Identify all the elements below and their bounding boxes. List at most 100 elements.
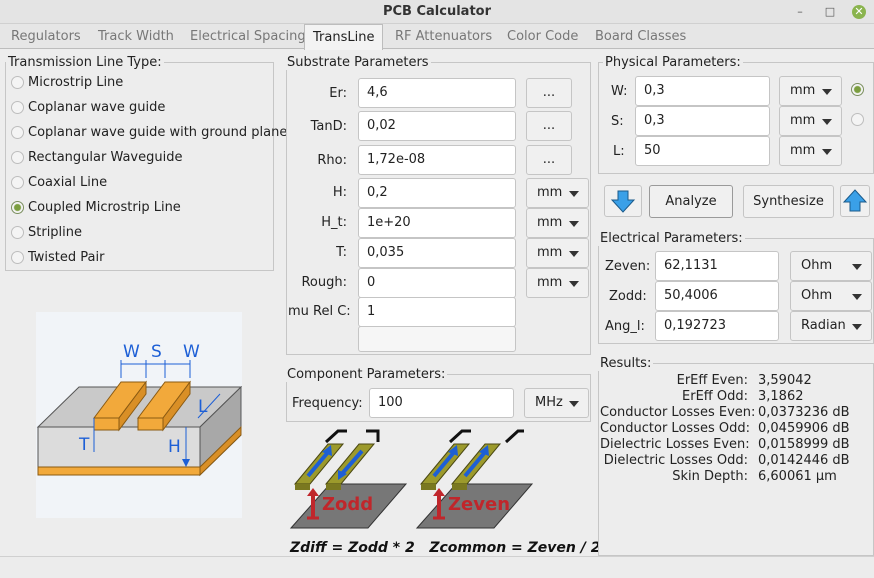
radio-coplanar[interactable] — [11, 101, 24, 114]
chevron-down-icon — [569, 221, 579, 227]
synthesize-arrow-button[interactable] — [840, 185, 870, 217]
radio-coplanar-ground[interactable] — [11, 126, 24, 139]
analyze-arrow-button[interactable] — [604, 185, 642, 217]
results-title: Results: — [598, 356, 654, 371]
line-type-label: Microstrip Line — [28, 75, 124, 90]
result-value: 6,60061 µm — [758, 469, 837, 484]
l-label: L: — [613, 144, 625, 159]
w-unit: mm — [790, 83, 816, 98]
frequency-label: Frequency: — [292, 396, 363, 411]
tab-board-classes[interactable]: Board Classes — [595, 29, 687, 44]
tand-browse-button[interactable]: ... — [526, 111, 572, 141]
result-value: 3,59042 — [758, 373, 812, 388]
rough-unit: mm — [537, 275, 563, 290]
radio-microstrip[interactable] — [11, 76, 24, 89]
t-label: T: — [336, 245, 347, 260]
angl-unit-select[interactable]: Radian — [790, 311, 872, 341]
minimize-icon[interactable]: – — [797, 5, 803, 18]
h-field[interactable]: 0,2 — [358, 178, 516, 208]
radio-stripline[interactable] — [11, 226, 24, 239]
result-value: 0,0459906 dB — [758, 421, 850, 436]
t-unit: mm — [537, 245, 563, 260]
analyze-button[interactable]: Analyze — [649, 185, 733, 218]
close-icon[interactable]: ✕ — [852, 5, 866, 19]
radio-coupled-microstrip[interactable] — [11, 201, 24, 214]
tand-field[interactable]: 0,02 — [358, 111, 516, 141]
line-type-label: Coupled Microstrip Line — [28, 200, 181, 215]
h-unit-select[interactable]: mm — [526, 178, 589, 208]
radio-rect-waveguide[interactable] — [11, 151, 24, 164]
s-field[interactable]: 0,3 — [635, 106, 770, 136]
w-unit-select[interactable]: mm — [779, 76, 842, 106]
result-label: Conductor Losses Odd: — [600, 421, 750, 436]
ht-field[interactable]: 1e+20 — [358, 208, 516, 238]
t-unit-select[interactable]: mm — [526, 238, 589, 268]
frequency-unit-select[interactable]: MHz — [524, 388, 589, 418]
result-label: Conductor Losses Even: — [600, 405, 756, 420]
chevron-down-icon — [822, 119, 832, 125]
tab-rf-attenuators[interactable]: RF Attenuators — [395, 29, 493, 44]
maximize-icon[interactable]: □ — [824, 5, 836, 18]
zodd-unit-select[interactable]: Ohm — [790, 281, 872, 311]
diagram-label-t: T — [78, 435, 90, 455]
s-unit: mm — [790, 113, 816, 128]
result-label: Dielectric Losses Even: — [600, 437, 750, 452]
electrical-title: Electrical Parameters: — [598, 231, 745, 246]
rho-field[interactable]: 1,72e-08 — [358, 145, 516, 175]
angl-field[interactable]: 0,192723 — [655, 311, 779, 341]
zodd-label: Zodd — [322, 494, 373, 515]
radio-coaxial[interactable] — [11, 176, 24, 189]
rough-label: Rough: — [301, 275, 347, 290]
line-type-label: Coplanar wave guide with ground plane — [28, 125, 288, 140]
er-field[interactable]: 4,6 — [358, 78, 516, 108]
radio-twisted-pair[interactable] — [11, 251, 24, 264]
diagram-label-w1: W — [123, 342, 140, 362]
rho-browse-button[interactable]: ... — [526, 145, 572, 175]
results-group — [598, 363, 874, 556]
chevron-down-icon — [822, 89, 832, 95]
t-field[interactable]: 0,035 — [358, 238, 516, 268]
er-label: Er: — [329, 86, 347, 101]
zeven-field[interactable]: 62,1131 — [655, 251, 779, 281]
result-value: 0,0373236 dB — [758, 405, 850, 420]
tab-regulators[interactable]: Regulators — [11, 29, 81, 44]
zodd-field[interactable]: 50,4006 — [655, 281, 779, 311]
result-value: 0,0142446 dB — [758, 453, 850, 468]
rho-label: Rho: — [317, 153, 347, 168]
chevron-down-icon — [852, 324, 862, 330]
line-type-label: Coaxial Line — [28, 175, 108, 190]
rough-field[interactable]: 0 — [358, 268, 516, 298]
chevron-down-icon — [852, 294, 862, 300]
murel-label: mu Rel C: — [288, 304, 351, 319]
ht-unit: mm — [537, 215, 563, 230]
radio-select-s[interactable] — [851, 113, 864, 126]
tab-track-width[interactable]: Track Width — [98, 29, 174, 44]
zodd-param-label: Zodd: — [609, 289, 647, 304]
l-field[interactable]: 50 — [635, 136, 770, 166]
window-title: PCB Calculator — [382, 4, 492, 19]
result-label: Skin Depth: — [672, 469, 748, 484]
rough-unit-select[interactable]: mm — [526, 268, 589, 298]
w-field[interactable]: 0,3 — [635, 76, 770, 106]
zeven-unit-select[interactable]: Ohm — [790, 251, 872, 281]
murel-field[interactable]: 1 — [358, 297, 516, 327]
angl-label: Ang_l: — [605, 319, 645, 334]
chevron-down-icon — [569, 251, 579, 257]
zeven-param-label: Zeven: — [605, 259, 651, 274]
er-browse-button[interactable]: ... — [526, 78, 572, 108]
l-unit-select[interactable]: mm — [779, 136, 842, 166]
tab-transline[interactable]: TransLine — [304, 24, 384, 50]
radio-select-w[interactable] — [851, 83, 864, 96]
s-unit-select[interactable]: mm — [779, 106, 842, 136]
diagram-label-w2: W — [183, 342, 200, 362]
l-unit: mm — [790, 143, 816, 158]
frequency-field[interactable]: 100 — [369, 388, 514, 418]
ht-unit-select[interactable]: mm — [526, 208, 589, 238]
tab-electrical-spacing[interactable]: Electrical Spacing — [190, 29, 306, 44]
tab-color-code[interactable]: Color Code — [507, 29, 579, 44]
frequency-unit: MHz — [535, 395, 563, 410]
chevron-down-icon — [852, 264, 862, 270]
chevron-down-icon — [569, 401, 579, 407]
ht-label: H_t: — [321, 215, 347, 230]
synthesize-button[interactable]: Synthesize — [743, 185, 834, 218]
